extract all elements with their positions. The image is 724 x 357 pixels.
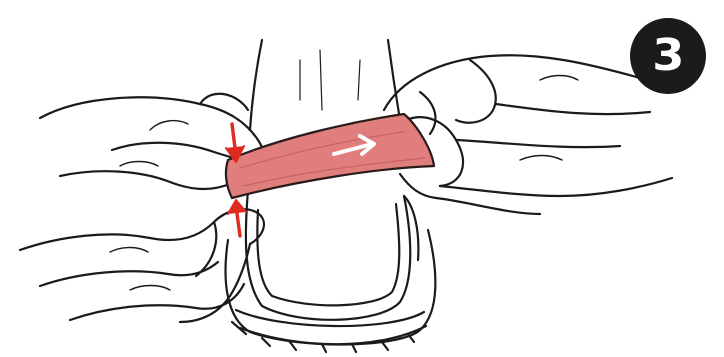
right-bottom-hand [400,117,672,214]
leg [250,40,400,130]
right-top-hand [384,55,650,134]
pink-band [226,114,434,198]
step-number: 3 [652,34,684,78]
shoe-upper [246,190,419,320]
step-number-badge: 3 [630,18,706,94]
left-bottom-hand [20,209,264,322]
